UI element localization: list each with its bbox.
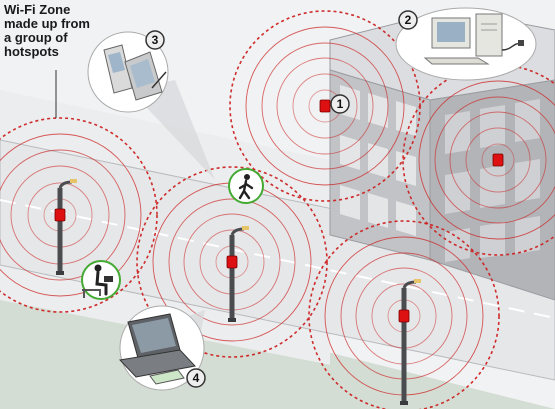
zone-title-line-4: hotspots: [4, 44, 59, 59]
pedestrian-icon: [228, 168, 264, 204]
signal-ring: [308, 220, 500, 409]
signal-ring: [449, 111, 547, 209]
signal-ring: [481, 143, 515, 177]
lamp-post-icon: [56, 179, 77, 275]
mobile-devices-bubble: [87, 31, 215, 180]
signal-ring: [0, 117, 158, 313]
wifi-access-point-icon: [492, 153, 504, 167]
signal-ring: [434, 96, 555, 224]
callout-3-number: 3: [152, 33, 159, 47]
callout-1: 1: [330, 94, 350, 114]
signal-ring: [0, 133, 142, 297]
signal-ring: [465, 127, 531, 193]
building-windows-side: [445, 99, 540, 262]
zone-title-line-3: a group of: [4, 30, 68, 45]
building-windows-front: [340, 85, 416, 236]
lamp-posts: [56, 179, 421, 405]
signal-ring: [168, 198, 296, 326]
signal-ring: [245, 26, 405, 186]
road-center-line: [0, 199, 555, 319]
signal-ring: [418, 80, 555, 240]
callout-2: 2: [398, 10, 418, 30]
lamp-post-icon: [400, 279, 421, 405]
callout-2-number: 2: [405, 13, 412, 27]
desktop-computer-icon: [395, 7, 537, 81]
callout-4: 4: [186, 368, 206, 388]
access-points: [54, 99, 504, 323]
signal-ring: [261, 42, 389, 170]
zone-title-line-1: Wi-Fi Zone: [4, 2, 71, 17]
wifi-access-point-icon: [319, 99, 331, 113]
callout-1-number: 1: [337, 97, 344, 111]
hotspot-coverage-1: [0, 117, 158, 313]
callout-3: 3: [145, 30, 165, 50]
mobile-phone-icon: [103, 44, 133, 94]
zone-title-line-2: made up from: [4, 16, 90, 31]
lamp-post-icon: [228, 226, 249, 322]
wifi-access-point-icon: [398, 309, 410, 323]
pda-icon: [124, 51, 167, 101]
signal-ring: [0, 149, 126, 281]
signal-ring: [292, 73, 358, 139]
zone-title: Wi-Fi Zone made up from a group of hotsp…: [4, 3, 116, 59]
signal-ring: [136, 166, 328, 358]
seated-laptop-user-icon: [81, 260, 121, 300]
wifi-access-point-icon: [226, 255, 238, 269]
signal-ring: [276, 57, 374, 155]
wifi-access-point-icon: [54, 208, 66, 222]
callout-4-number: 4: [193, 371, 200, 385]
